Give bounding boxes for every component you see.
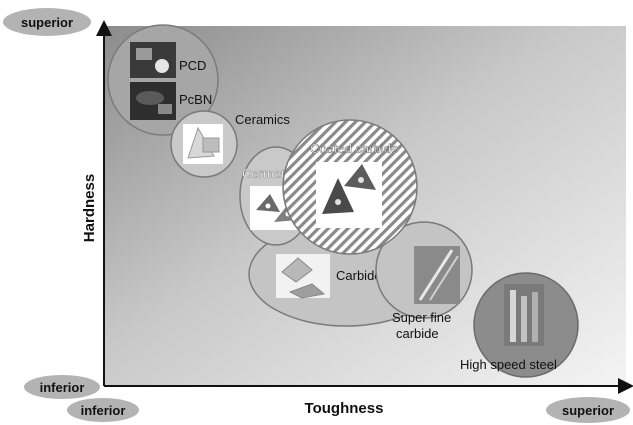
pcbn-insert-image xyxy=(130,82,176,120)
pcd-insert-image xyxy=(130,42,176,78)
label-pcd: PCD xyxy=(179,58,206,73)
label-super-fine-line1: Super fine xyxy=(392,310,451,325)
ceramics-insert-image xyxy=(183,124,223,164)
bubble-pcd-pcbn: PCD PcBN xyxy=(107,24,219,136)
label-carbide: Carbide xyxy=(336,268,382,283)
y-axis-top-label: superior xyxy=(21,15,73,30)
label-coated-carbide: Coated carbide xyxy=(310,141,398,156)
x-axis-title: Toughness xyxy=(305,400,384,417)
x-axis-left-label: inferior xyxy=(81,403,126,418)
label-ceramics: Ceramics xyxy=(235,112,290,127)
y-axis-bottom-label: inferior xyxy=(40,380,85,395)
y-axis-title: Hardness xyxy=(81,174,98,242)
x-axis-left-pill: inferior xyxy=(67,398,139,422)
y-axis-top-pill: superior xyxy=(3,8,91,36)
x-axis-right-pill: superior xyxy=(546,397,630,423)
label-high-speed-steel: High speed steel xyxy=(460,357,557,372)
y-axis-bottom-pill: inferior xyxy=(24,375,100,399)
bubble-super-fine-carbide: Super fine carbide xyxy=(375,221,473,341)
label-pcbn: PcBN xyxy=(179,92,212,107)
super-fine-carbide-image xyxy=(414,246,460,304)
bubble-ceramics: Ceramics xyxy=(170,110,290,178)
cermet-insert-image xyxy=(250,186,300,230)
label-cermet: Cermet xyxy=(242,166,285,181)
bubble-high-speed-steel: High speed steel xyxy=(460,272,579,378)
x-axis-right-label: superior xyxy=(562,403,614,418)
label-super-fine-line2: carbide xyxy=(396,326,439,341)
bubble-coated-carbide: Coated carbide xyxy=(282,119,418,255)
carbide-insert-image xyxy=(276,254,330,299)
coated-carbide-insert-image xyxy=(316,162,382,228)
high-speed-steel-tool-image xyxy=(504,284,544,346)
